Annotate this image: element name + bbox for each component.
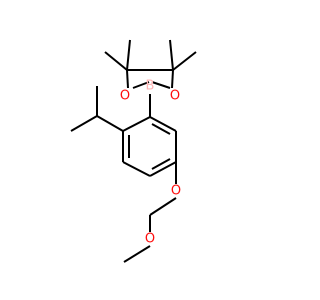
bond-c5-methyl-right [172, 51, 197, 71]
bond-ring-3 [149, 161, 177, 177]
bond-ring-inner-1 [151, 123, 171, 135]
bond-c4-methyl-left [104, 51, 128, 71]
bond-o-left-c4 [126, 69, 129, 89]
atom-label-oxygen-methoxy: O [145, 232, 155, 247]
canvas-background [0, 0, 300, 300]
atom-labels: B O O O O [120, 79, 181, 247]
bond-ring-6 [122, 116, 151, 132]
bond-ether-o-ch2 [149, 197, 177, 216]
bond-ring-1 [149, 116, 177, 132]
atom-label-oxygen-aryl-ether: O [171, 184, 181, 199]
bond-b-o-left [132, 81, 150, 89]
bond-methoxy-o-methyl [123, 245, 151, 263]
bond-b-o-right [151, 81, 171, 89]
bond-ring-isopropyl [96, 115, 124, 132]
bond-lines [70, 39, 197, 263]
bond-isopropyl-methyl-left [70, 115, 98, 132]
bond-c4-methyl-up [126, 39, 131, 71]
atom-label-oxygen-ring-right: O [170, 89, 180, 104]
atom-label-boron: B [146, 79, 155, 94]
bond-o-right-c5 [171, 69, 174, 89]
bond-c5-methyl-up [169, 39, 174, 71]
molecule-structure: B O O O O [0, 0, 300, 300]
atom-label-oxygen-ring-left: O [120, 89, 130, 104]
bond-ring-inner-2 [151, 158, 171, 170]
bond-ring-4 [122, 161, 151, 177]
